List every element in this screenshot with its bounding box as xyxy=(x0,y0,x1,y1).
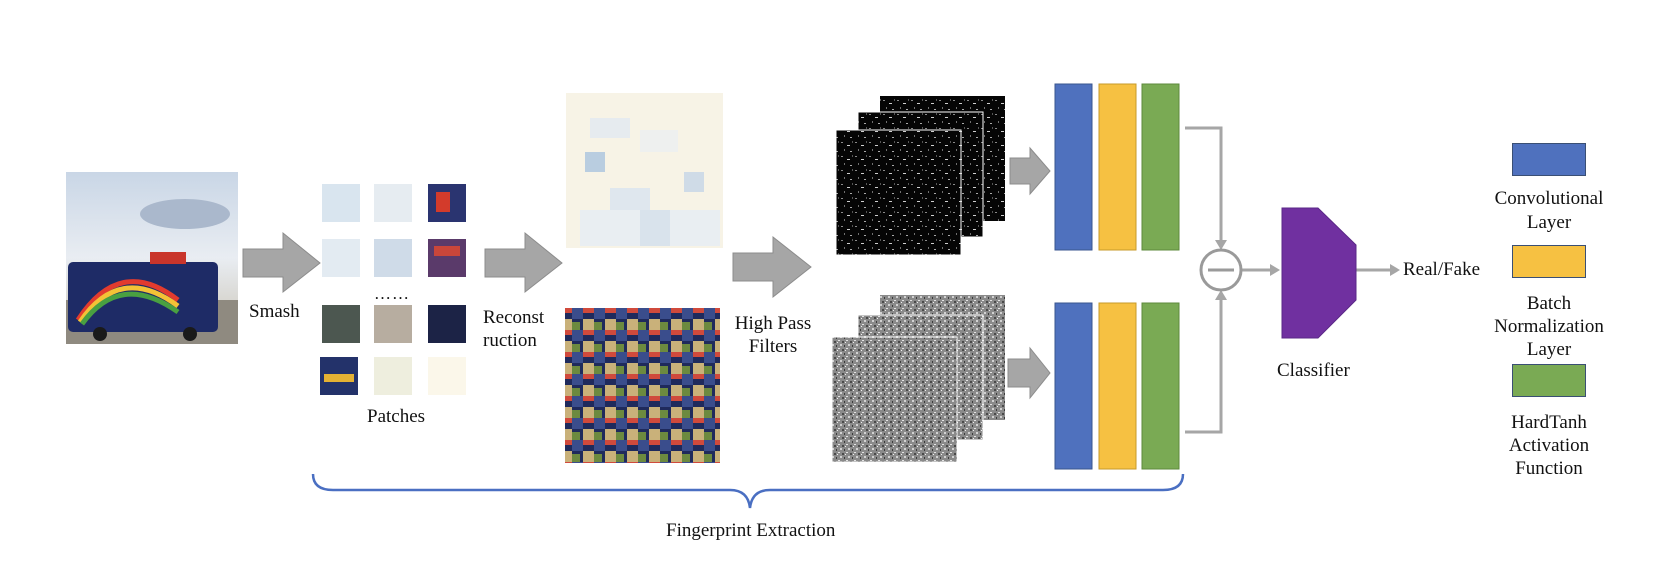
legend-batchnorm-swatch xyxy=(1512,245,1586,278)
high-pass-arrow xyxy=(732,235,812,299)
legend-hardtanh-line2: Activation xyxy=(1508,435,1590,456)
fingerprint-extraction-label: Fingerprint Extraction xyxy=(666,520,836,541)
patches-ellipsis: …… xyxy=(374,284,410,303)
legend-conv-line1: Convolutional xyxy=(1494,188,1604,209)
smash-label: Smash xyxy=(249,301,300,322)
connector-arrowheads xyxy=(1215,240,1400,300)
input-image xyxy=(66,172,238,344)
conv-layer-bottom xyxy=(1054,302,1093,470)
legend-hardtanh-line3: Function xyxy=(1515,458,1583,479)
batchnorm-layer-bottom xyxy=(1098,302,1137,470)
legend-hardtanh-swatch xyxy=(1512,364,1586,397)
legend-batchnorm-line2: Normalization xyxy=(1494,316,1604,337)
patches-grid xyxy=(320,184,466,395)
layer-stack-bottom xyxy=(1054,302,1180,470)
legend-batchnorm-line3: Layer xyxy=(1526,339,1572,360)
conv-layer-top xyxy=(1054,83,1093,251)
connector-lines xyxy=(1185,126,1392,434)
layer-arrow-top xyxy=(1009,146,1051,196)
legend-conv-swatch xyxy=(1512,143,1586,176)
fingerprint-brace xyxy=(311,473,1185,509)
legend-batchnorm-line1: Batch xyxy=(1526,293,1572,314)
classifier-block xyxy=(1281,207,1357,339)
minus-circle-icon xyxy=(1199,248,1243,292)
high-pass-label-line2: Filters xyxy=(748,336,798,357)
reconstruction-label-line1: Reconst xyxy=(483,307,545,328)
reconstructed-rich-image xyxy=(565,308,720,463)
hardtanh-layer-bottom xyxy=(1141,302,1180,470)
reconstruction-label-line2: ruction xyxy=(483,330,537,351)
reconstructed-smooth-image xyxy=(566,93,723,248)
feature-maps-bottom xyxy=(831,295,1005,463)
output-label: Real/Fake xyxy=(1403,259,1481,280)
reconstruction-arrow xyxy=(484,231,563,294)
high-pass-label-line1: High Pass xyxy=(734,313,812,334)
layer-arrow-bottom xyxy=(1007,346,1051,400)
feature-maps-top xyxy=(835,96,1005,256)
layer-stack-top xyxy=(1054,83,1180,251)
smash-arrow xyxy=(242,231,321,294)
batchnorm-layer-top xyxy=(1098,83,1137,251)
legend-hardtanh-line1: HardTanh xyxy=(1511,412,1587,433)
classifier-label: Classifier xyxy=(1277,360,1350,381)
hardtanh-layer-top xyxy=(1141,83,1180,251)
legend-conv-line2: Layer xyxy=(1526,212,1572,233)
patches-label: Patches xyxy=(367,406,426,427)
